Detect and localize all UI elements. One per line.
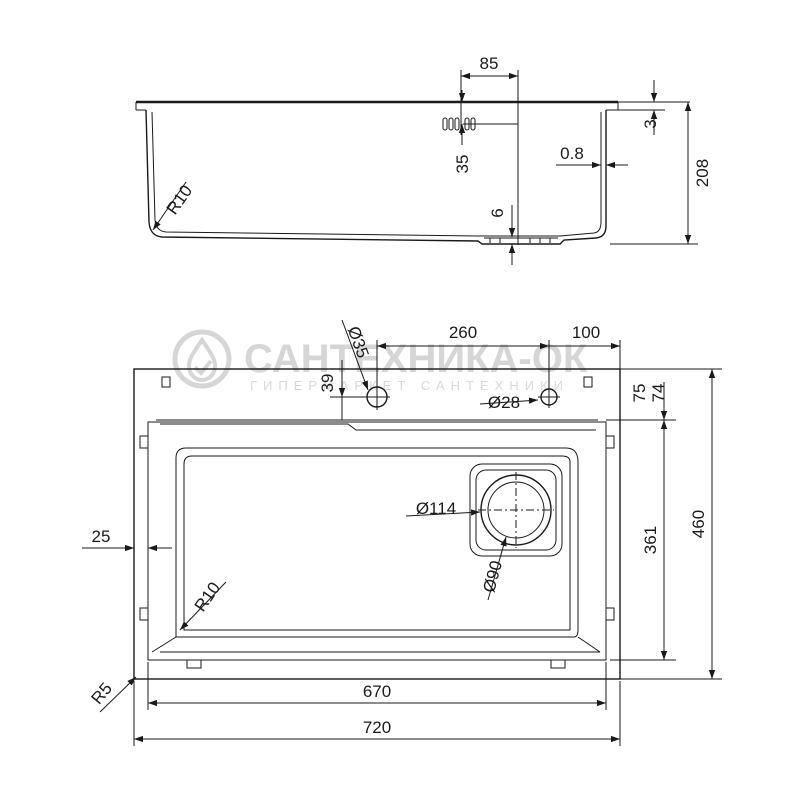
dim-39: 39 (318, 360, 366, 420)
hole-28 (538, 386, 560, 408)
drain-assembly (469, 463, 563, 557)
radius-r10-side: R10 (152, 182, 196, 231)
dim-0-8-label: 0.8 (560, 144, 584, 163)
watermark-brand: САНТЕХНИКА-ОК (244, 337, 588, 381)
mount-clip (550, 659, 566, 669)
dim-hole-28: Ø28 (479, 393, 539, 412)
radius-r10-top-label: R10 (191, 579, 224, 615)
dim-260: 260 (376, 323, 550, 388)
dim-6: 6 (488, 205, 516, 265)
basin-corner-line-right (577, 636, 601, 653)
inner-basin-inset (183, 455, 571, 631)
radius-r5-label: R5 (88, 679, 117, 708)
dim-361: 361 (610, 420, 676, 661)
dim-361-label: 361 (641, 526, 660, 554)
dim-35-label: 35 (453, 155, 472, 174)
watermark-logo-icon (172, 329, 232, 389)
radius-r10-top: R10 (179, 579, 227, 631)
side-view: 85 35 3 208 0.8 (135, 54, 712, 265)
dim-75-label: 75 (630, 384, 649, 403)
dim-460-label: 460 (689, 510, 708, 538)
drain-section (484, 237, 558, 243)
dim-0-8: 0.8 (556, 144, 628, 169)
dim-260-label: 260 (449, 323, 477, 342)
dim-670-label: 670 (363, 682, 391, 701)
mount-clip (139, 435, 149, 449)
dim-drain-90-label: Ø90 (479, 559, 506, 595)
dim-drain-90: Ø90 (479, 536, 507, 601)
bowl-profile-inner (151, 111, 602, 237)
radius-r5: R5 (88, 676, 137, 713)
dim-85: 85 (460, 54, 519, 245)
mount-clip (605, 607, 615, 621)
dim-6-label: 6 (488, 208, 507, 217)
dim-35: 35 (453, 90, 472, 173)
basin-corner-line (151, 636, 177, 653)
tap-hole-35 (364, 384, 390, 410)
dim-208: 208 (610, 102, 712, 245)
dim-100-label: 100 (572, 323, 600, 342)
dim-25: 25 (82, 527, 172, 552)
inner-basin (175, 447, 579, 638)
dim-208-label: 208 (693, 159, 712, 187)
mount-clip (139, 607, 149, 621)
watermark: САНТЕХНИКА-ОК ГИПЕРМАРКЕТ САНТЕХНИКИ (172, 329, 588, 393)
dim-hole-28-label: Ø28 (488, 393, 520, 412)
mount-clip (605, 435, 615, 449)
dim-39-label: 39 (318, 374, 337, 393)
dim-25-label: 25 (92, 527, 111, 546)
dim-100: 100 (549, 323, 621, 369)
mount-clip (161, 376, 171, 388)
sink-outer-rim (133, 368, 621, 680)
bowl-top-bevel (160, 423, 596, 431)
dim-670: 670 (147, 662, 607, 710)
bowl-profile-outer (145, 109, 607, 245)
dim-720: 720 (133, 681, 621, 746)
dim-drain-114-label: Ø114 (416, 499, 456, 518)
mount-clip (186, 659, 202, 669)
watermark-tagline: ГИПЕРМАРКЕТ САНТЕХНИКИ (250, 378, 569, 393)
bowl-outline (147, 421, 607, 661)
dim-3-label: 3 (641, 119, 660, 128)
dim-720-label: 720 (363, 718, 391, 737)
dim-460: 460 (620, 369, 722, 680)
radius-r10-side-label: R10 (163, 182, 196, 218)
dim-74-label: 74 (649, 384, 668, 403)
dim-85-label: 85 (480, 54, 499, 73)
dim-drain-114: Ø114 (405, 499, 481, 518)
dim-75-74: 75 74 (606, 368, 722, 421)
mount-clip (583, 376, 593, 388)
dim-3: 3 (606, 80, 690, 135)
